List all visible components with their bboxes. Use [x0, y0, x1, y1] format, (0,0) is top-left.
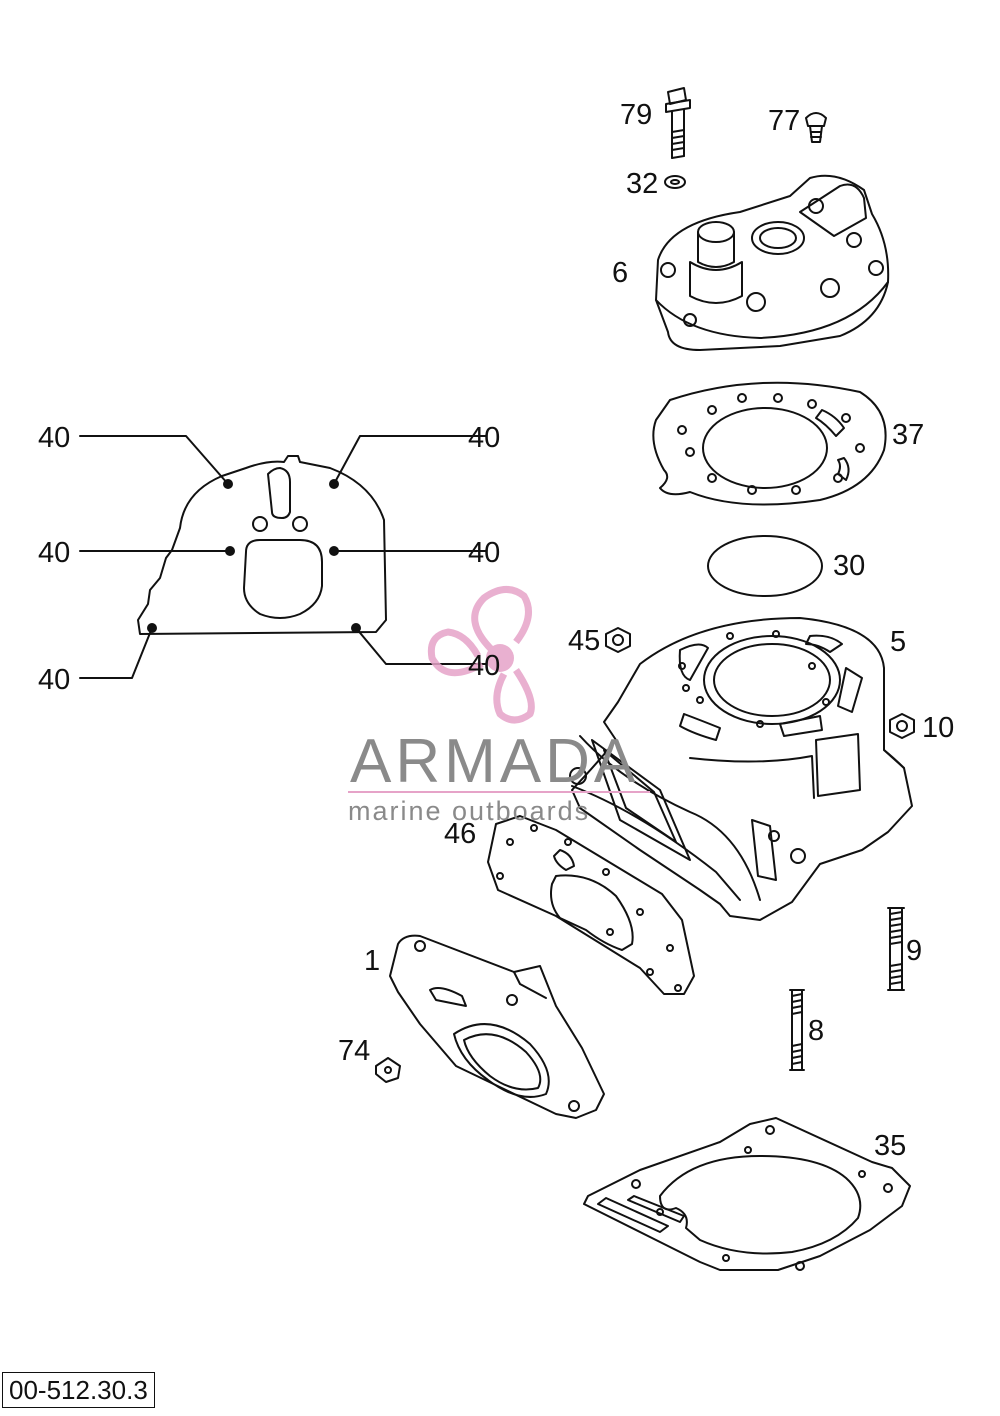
nut-part-74: [375, 1057, 401, 1083]
callout-79: 79: [620, 99, 652, 131]
stud-part-9: [887, 907, 905, 991]
callout-46: 46: [444, 818, 476, 850]
base-gasket-part-35: [583, 1117, 911, 1271]
o-ring-part-30: [707, 535, 823, 597]
callout-6: 6: [612, 257, 628, 289]
callout-32: 32: [626, 168, 658, 200]
watermark-tagline: marine outboards: [348, 796, 590, 826]
callout-40-bottom-left: 40: [38, 664, 70, 696]
callout-5: 5: [890, 626, 906, 658]
callout-40-mid-right: 40: [468, 537, 500, 569]
callout-9: 9: [906, 935, 922, 967]
callout-37: 37: [892, 419, 924, 451]
cylinder-part-5: [569, 617, 913, 921]
stud-part-8: [789, 989, 805, 1071]
callout-35: 35: [874, 1130, 906, 1162]
bolt-part-79: [665, 87, 691, 159]
gasket-detail-view: [79, 435, 487, 679]
callout-77: 77: [768, 105, 800, 137]
callout-40-mid-left: 40: [38, 537, 70, 569]
reference-number: 00-512.30.3: [2, 1372, 155, 1408]
callout-74: 74: [338, 1035, 370, 1067]
gasket-detail-hole-markers: [147, 479, 361, 633]
callout-40-top-right: 40: [468, 422, 500, 454]
callout-10: 10: [922, 712, 954, 744]
watermark-brand: ARMADA: [350, 727, 639, 796]
gasket-part-46: [487, 815, 695, 995]
head-gasket-part-37: [652, 381, 887, 506]
callout-8: 8: [808, 1015, 824, 1047]
screw-part-77: [805, 112, 827, 143]
callout-40-bottom-right: 40: [468, 650, 500, 682]
intake-flange-part-1: [389, 934, 605, 1119]
nut-part-10: [889, 713, 915, 739]
washer-part-32: [664, 175, 686, 189]
callout-1: 1: [364, 945, 380, 977]
callout-45: 45: [568, 625, 600, 657]
nut-part-45: [605, 627, 631, 653]
armada-propeller-logo: [427, 586, 535, 724]
callout-30: 30: [833, 550, 865, 582]
callout-labels: 79 77 32 6 37 30 45 5 10 46 9 1 8 74 35 …: [38, 99, 954, 1162]
cylinder-head-part-6: [655, 174, 890, 351]
callout-40-top-left: 40: [38, 422, 70, 454]
watermark: ARMADA marine outboards: [348, 727, 650, 826]
